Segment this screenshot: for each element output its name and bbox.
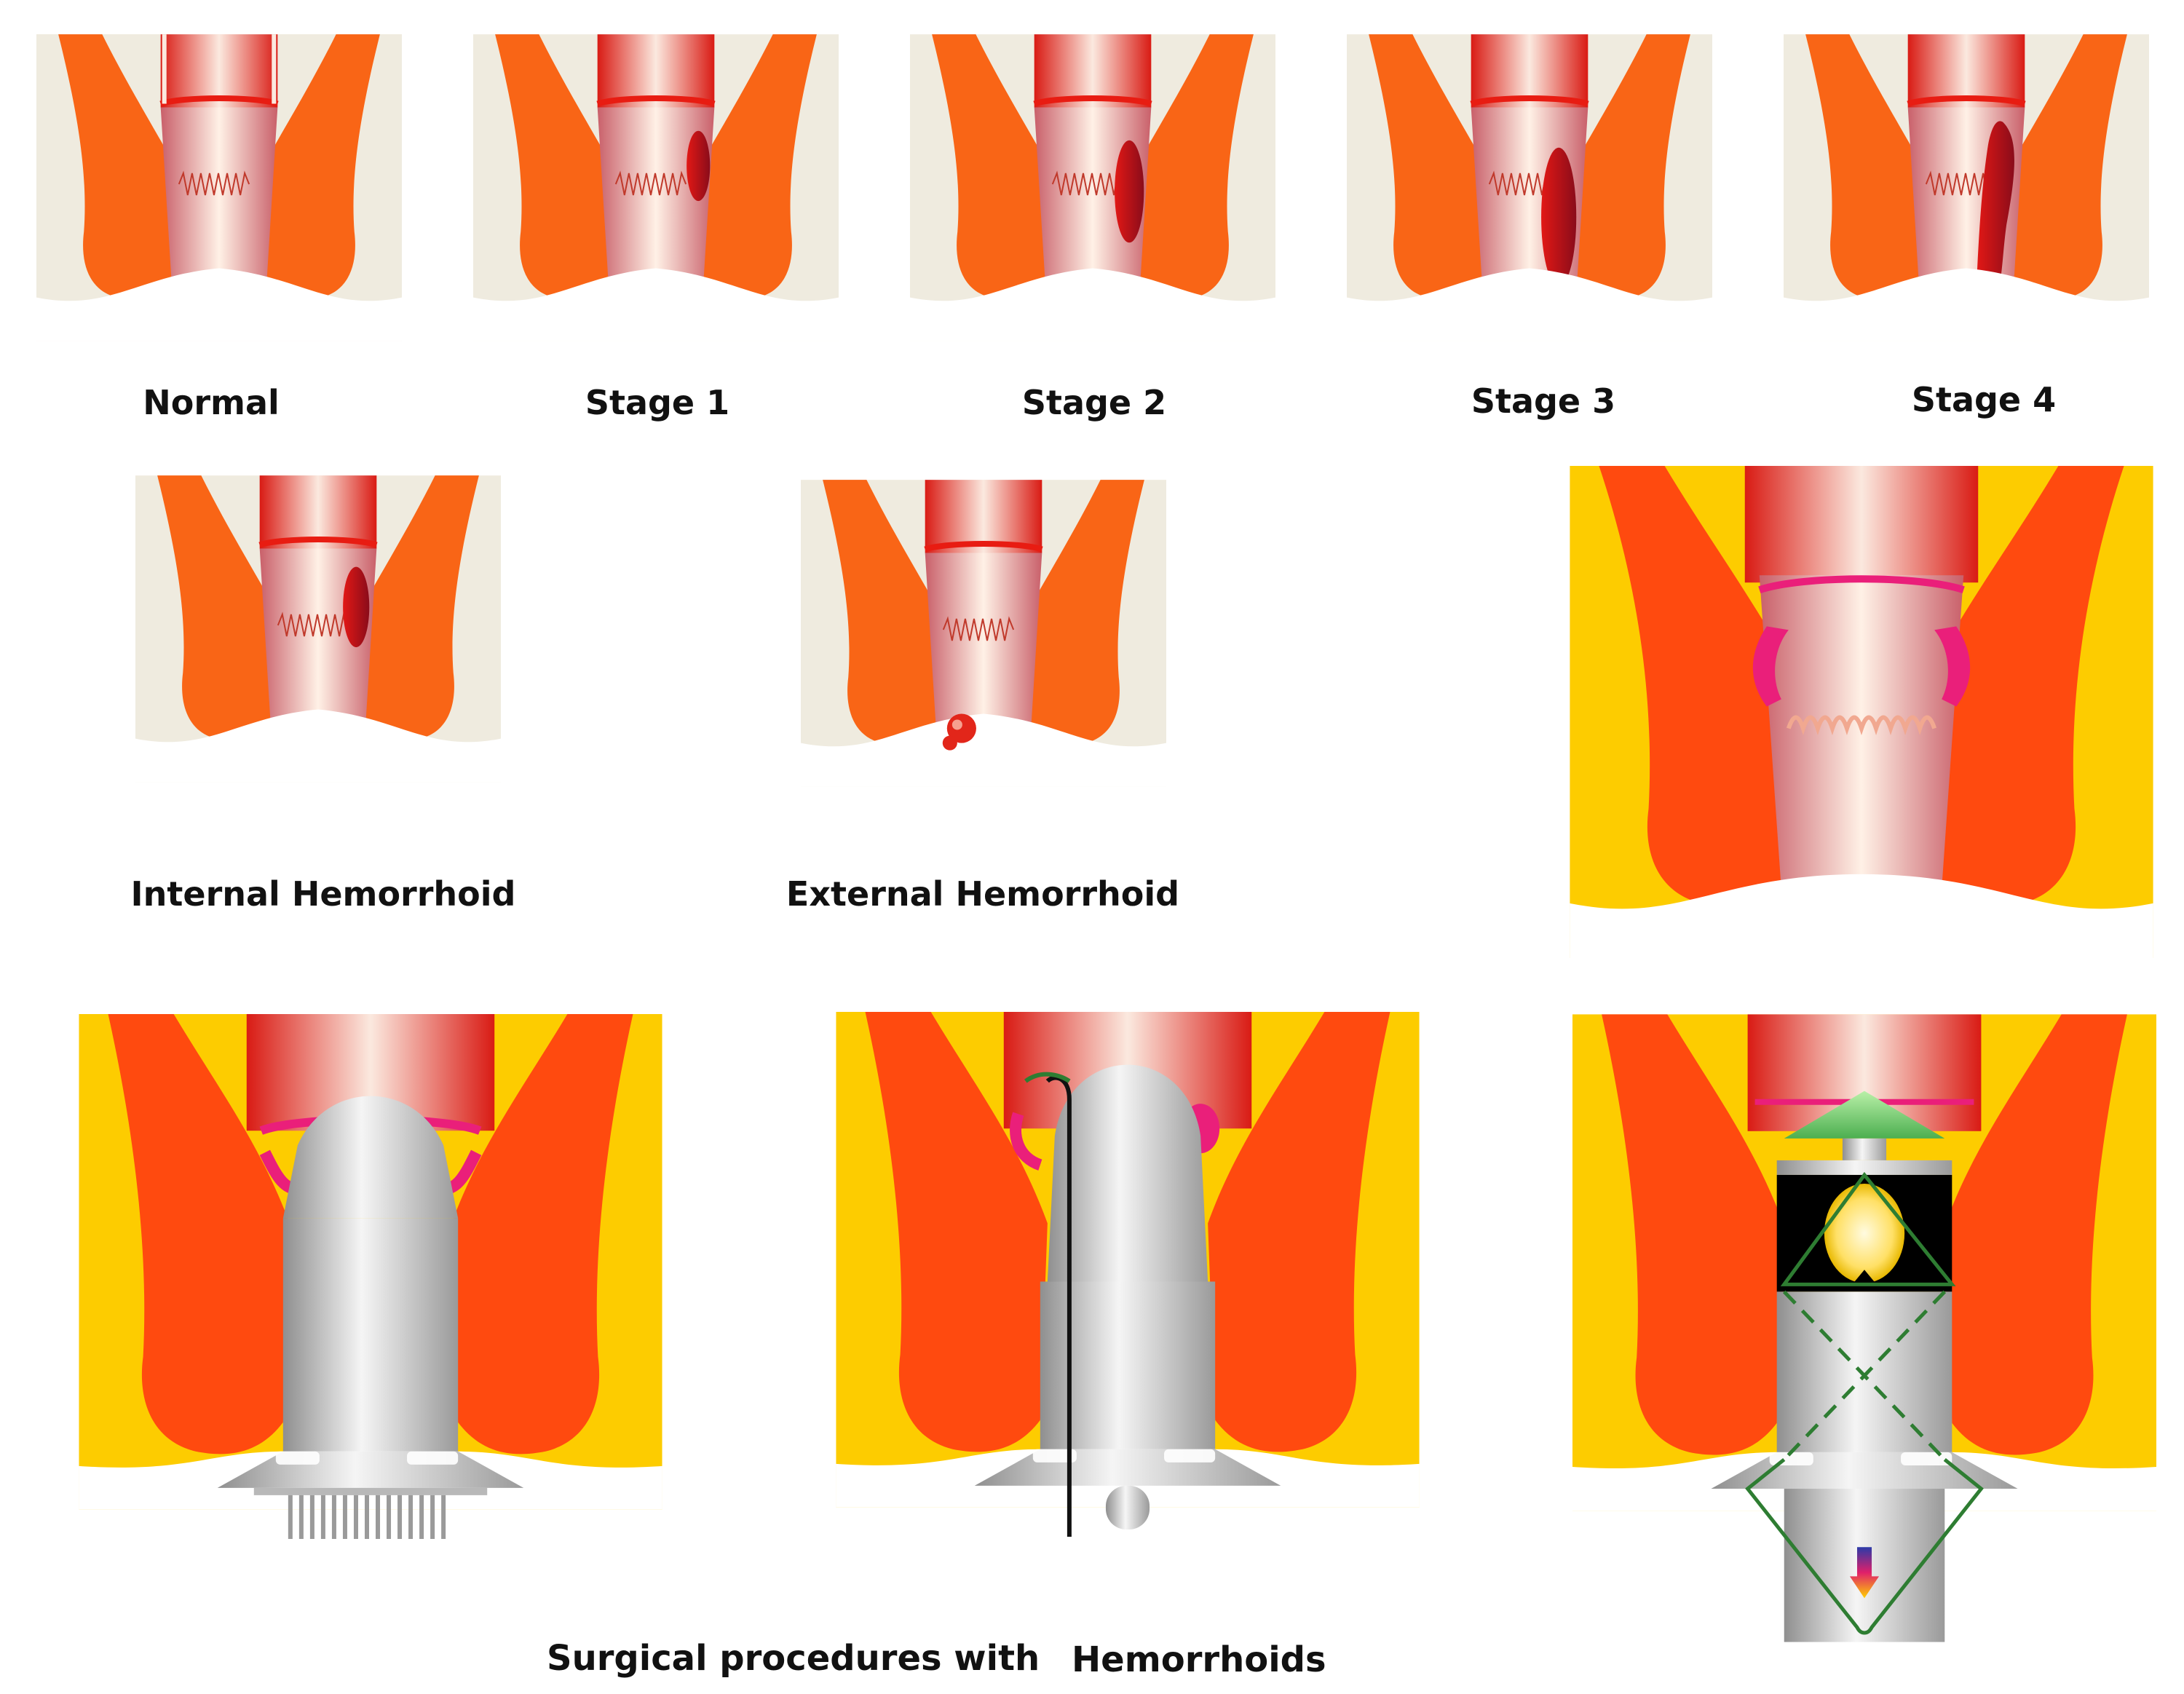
anatomy-panel-stage1 — [473, 33, 839, 342]
anatomy-panel-normal — [36, 33, 402, 342]
label-external-hemorrhoid: External Hemorrhoid — [786, 874, 1180, 914]
caption-part2: Hemorrhoids — [1072, 1639, 1326, 1680]
surgery-panel-ligation — [836, 1012, 1420, 1555]
ligation-thread — [1045, 1075, 1072, 1537]
doppler-beam-solid — [1780, 1171, 1956, 1286]
doppler-procedure-illustration — [1572, 1014, 2156, 1642]
hemorrhoid-stage3 — [1541, 147, 1577, 287]
stage4-anatomy-illustration — [1784, 34, 2149, 341]
hemorrhoid-stage4 — [1977, 121, 2014, 307]
staple-teeth — [288, 1495, 446, 1539]
hemorrhoid-stage2 — [1115, 140, 1144, 243]
doppler-beam-dashed — [1782, 1290, 1947, 1461]
anatomy-panel-stage2 — [910, 33, 1275, 342]
label-stage1: Stage 1 — [585, 383, 730, 422]
surgery-panel-stapler — [79, 1014, 662, 1557]
probe-tip — [1784, 1091, 1945, 1139]
surgery-panel-doppler — [1572, 1014, 2156, 1653]
light-bulb-icon — [1824, 1183, 1905, 1283]
label-internal-hemorrhoid: Internal Hemorrhoid — [130, 874, 516, 914]
external-hemorrhoid-illustration — [801, 480, 1166, 787]
ligation-procedure-illustration — [836, 1012, 1420, 1537]
stapler-body — [282, 1218, 459, 1459]
caption-part1: Surgical procedures with — [547, 1638, 1040, 1679]
suction-handle — [1105, 1485, 1150, 1529]
internal-hemorrhoid-illustration — [135, 475, 501, 783]
hemorrhoid-stage1 — [687, 130, 711, 202]
normal-anatomy-illustration — [36, 34, 402, 341]
flow-arrow-icon — [1849, 1547, 1880, 1599]
label-stage3: Stage 3 — [1471, 381, 1616, 421]
stage2-anatomy-illustration — [910, 34, 1275, 341]
ligator-head — [1047, 1064, 1208, 1282]
ligator-body — [1040, 1281, 1216, 1457]
stapler-head — [282, 1096, 459, 1219]
enlarged-anatomy-illustration — [1570, 466, 2153, 958]
label-normal: Normal — [143, 383, 280, 422]
stage1-anatomy-illustration — [473, 34, 839, 341]
label-stage2: Stage 2 — [1021, 383, 1167, 422]
anatomy-panel-internal — [135, 475, 501, 783]
anatomy-panel-stage4 — [1784, 33, 2149, 342]
stage3-anatomy-illustration — [1347, 34, 1712, 341]
stapler-procedure-illustration — [79, 1014, 662, 1539]
anatomy-panel-external — [801, 479, 1166, 788]
label-stage4: Stage 4 — [1911, 380, 2057, 419]
anatomy-panel-enlarged — [1570, 466, 2153, 958]
internal-hemorrhoid — [343, 566, 370, 648]
anatomy-panel-stage3 — [1347, 33, 1712, 342]
